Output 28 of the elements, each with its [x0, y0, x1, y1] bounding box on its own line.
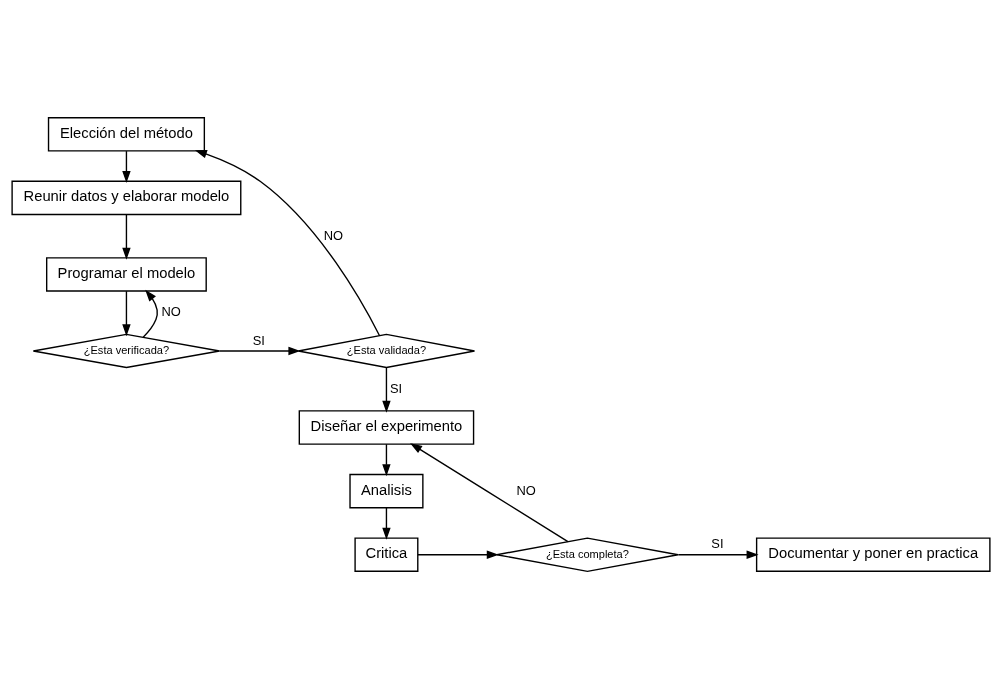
edge-label: SI: [252, 332, 265, 348]
node-box: Documentar y poner en practica: [755, 536, 991, 572]
arrow: [142, 289, 158, 338]
arrow: [122, 149, 131, 183]
arrow: [122, 290, 131, 336]
edge-label: NO: [161, 303, 181, 319]
arrow: [410, 442, 569, 542]
arrow: [194, 149, 381, 336]
node-box: Elección del método: [47, 116, 206, 152]
node-box: Diseñar el experimento: [298, 409, 475, 445]
edge-label: NO: [323, 227, 344, 243]
edge-label: NO: [516, 482, 536, 498]
edge-label: SI: [390, 380, 403, 396]
node-box: Reunir datos y elaborar modelo: [11, 180, 242, 215]
arrow: [122, 213, 131, 260]
arrow: [382, 366, 391, 413]
node-box: Critica: [354, 536, 419, 572]
node-diamond: ¿Esta verificada?: [32, 333, 221, 368]
arrow: [382, 506, 391, 540]
arrow: [677, 550, 759, 559]
node-box: Programar el modelo: [46, 256, 207, 292]
arrow: [382, 443, 391, 476]
edge-label: SI: [711, 535, 724, 551]
node-diamond: ¿Esta validada?: [297, 333, 476, 368]
arrow: [417, 550, 499, 559]
node-box: Analisis: [349, 473, 424, 508]
node-diamond: ¿Esta completa?: [496, 536, 679, 572]
arrow: [218, 346, 301, 355]
